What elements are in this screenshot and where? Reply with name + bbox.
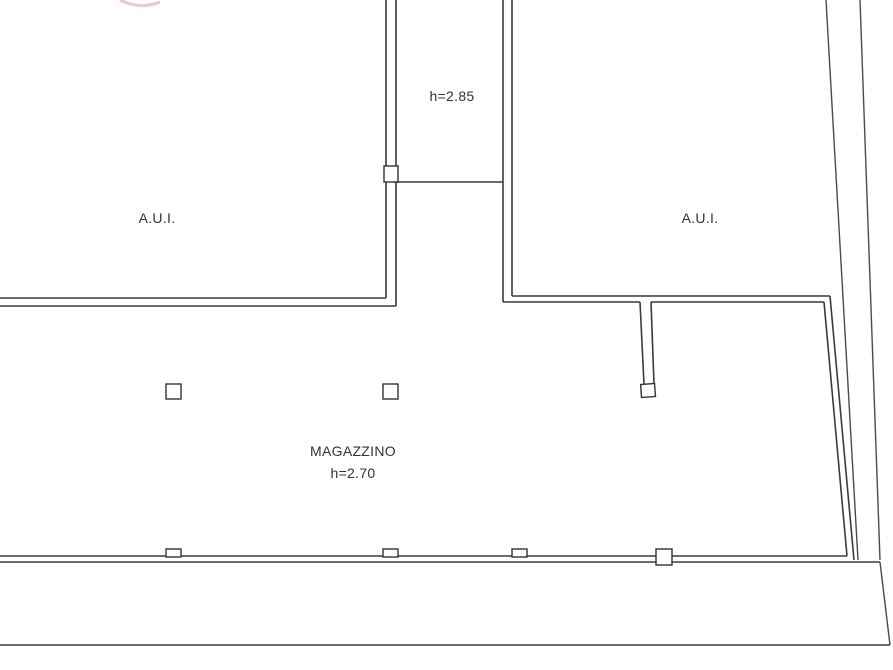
partition-pillar: [639, 382, 657, 399]
right-unit-walls: [503, 0, 881, 561]
wall-pilaster: [382, 548, 399, 558]
watermark-fragment: [119, 0, 161, 7]
left-unit-walls: [0, 0, 399, 307]
wall-pilaster: [165, 548, 182, 558]
pillar: [382, 383, 399, 400]
wall-pilaster: [655, 548, 673, 566]
pillars: [165, 383, 399, 400]
warehouse-walls: [0, 548, 891, 646]
warehouse-name-label: MAGAZZINO: [310, 443, 396, 459]
pillar: [165, 383, 182, 400]
right-unit-label: A.U.I.: [682, 210, 719, 226]
wall-niche: [383, 165, 399, 183]
corridor-walls: [396, 0, 513, 302]
warehouse-height-label: h=2.70: [330, 465, 375, 481]
left-unit-label: A.U.I.: [139, 210, 176, 226]
corridor-height-label: h=2.85: [429, 88, 474, 104]
wall-pilaster: [511, 548, 528, 558]
